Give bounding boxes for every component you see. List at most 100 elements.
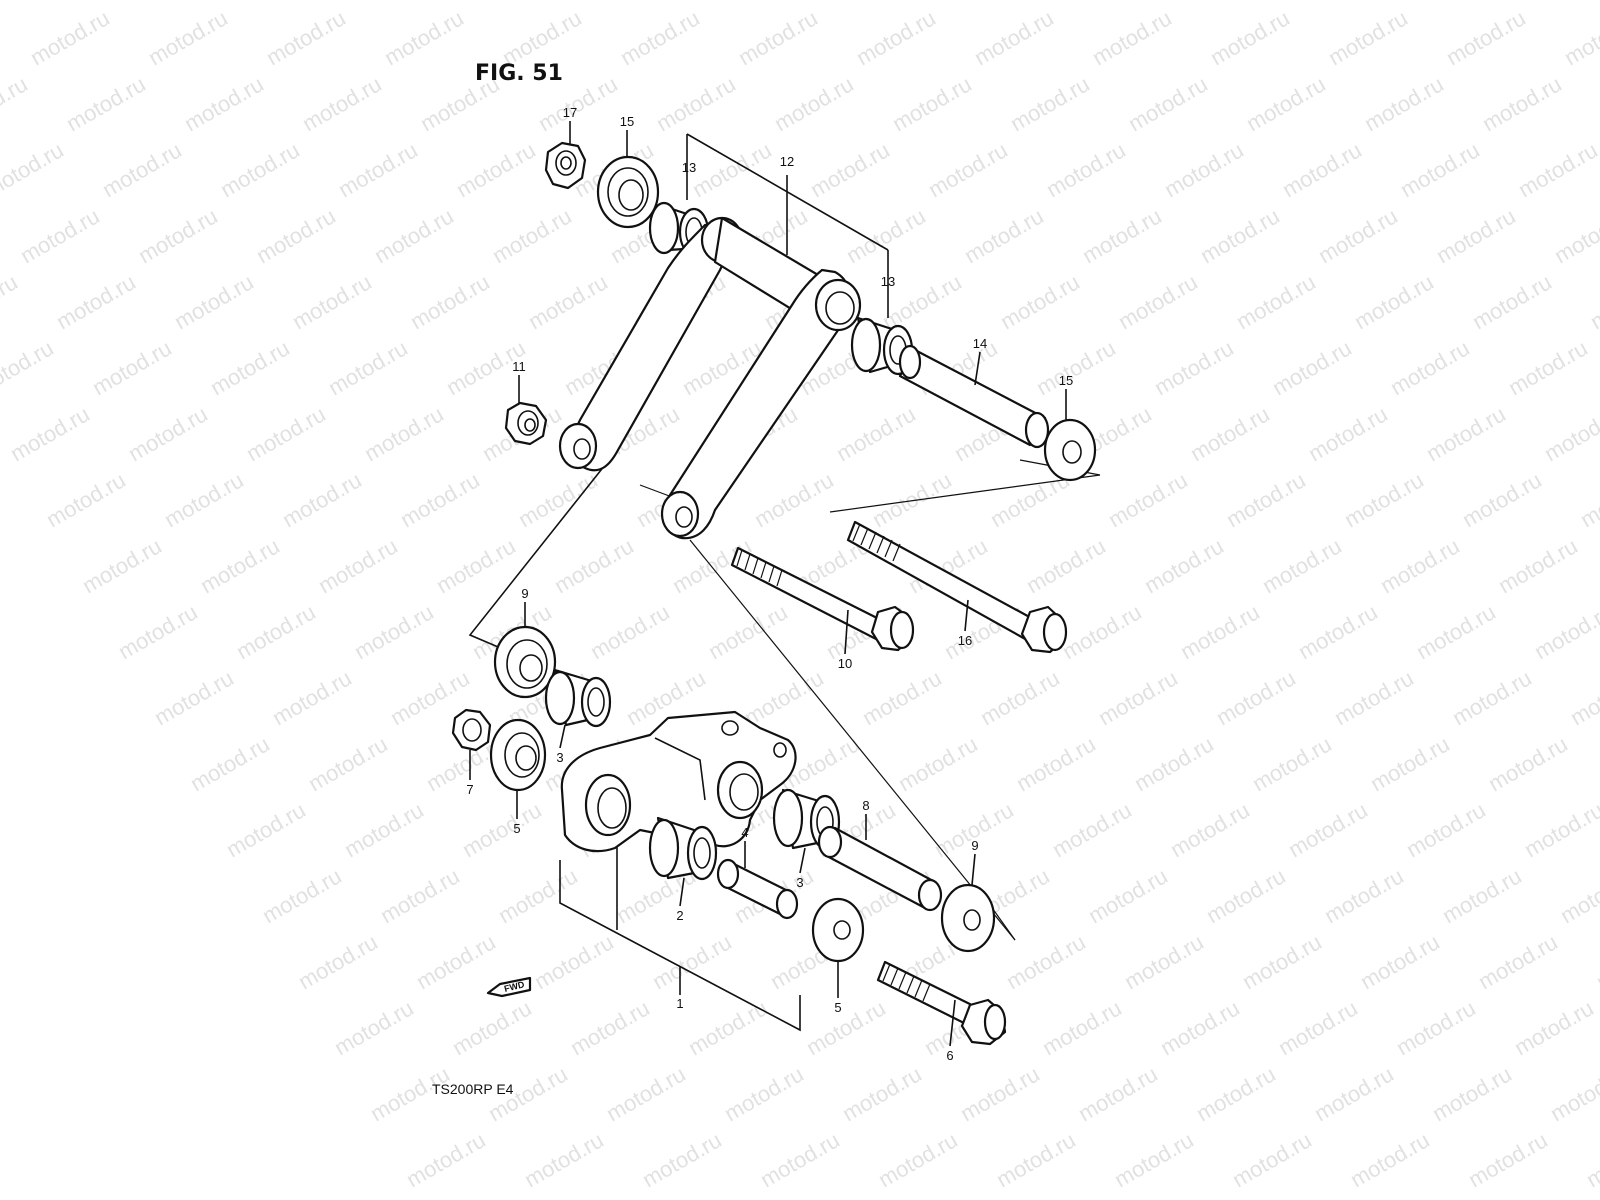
watermark-text: motod.ru (1582, 1127, 1600, 1192)
watermark-text: motod.ru (832, 401, 920, 466)
watermark-text: motod.ru (1052, 0, 1140, 4)
watermark-text: motod.ru (1412, 599, 1500, 664)
part-6-bolt (876, 960, 1007, 1046)
watermark-text: motod.ru (1546, 1061, 1600, 1126)
watermark-text: motod.ru (1484, 731, 1572, 796)
watermark-text: motod.ru (1438, 863, 1526, 928)
watermark-text: motod.ru (1392, 995, 1480, 1060)
watermark-text: motod.ru (1104, 467, 1192, 532)
part-9-seal-lower (940, 883, 996, 953)
watermark-text: motod.ru (842, 203, 930, 268)
watermark-text: motod.ru (1432, 203, 1520, 268)
watermark-text: motod.ru (1376, 533, 1464, 598)
watermark-text: motod.ru (1140, 533, 1228, 598)
callout-16: 16 (958, 633, 972, 648)
watermark-text: motod.ru (304, 731, 392, 796)
callout-17: 17 (563, 105, 577, 120)
watermark-text: motod.ru (1356, 929, 1444, 994)
watermark-text: motod.ru (1278, 137, 1366, 202)
forward-label: FWD (503, 979, 526, 994)
watermark-text: motod.ru (1084, 863, 1172, 928)
watermark-text: motod.ru (252, 203, 340, 268)
watermark-text: motod.ru (1232, 269, 1320, 334)
watermark-text: motod.ru (960, 203, 1048, 268)
watermark-text: motod.ru (996, 269, 1084, 334)
watermark-text: motod.ru (0, 71, 32, 136)
watermark-text: motod.ru (852, 5, 940, 70)
part-3-bearing-left (544, 668, 612, 728)
watermark-text: motod.ru (1094, 665, 1182, 730)
watermark-text: motod.ru (802, 995, 890, 1060)
watermark-text: motod.ru (0, 335, 58, 400)
watermark-text: motod.ru (370, 203, 458, 268)
watermark-text: motod.ru (324, 335, 412, 400)
watermark-text: motod.ru (1150, 335, 1238, 400)
part-12-cushion-lever (558, 216, 862, 540)
watermark-text: motod.ru (448, 995, 536, 1060)
watermark-text: motod.ru (1120, 929, 1208, 994)
watermark-text: motod.ru (1248, 731, 1336, 796)
watermark-text: motod.ru (976, 665, 1064, 730)
part-7-nut (451, 708, 492, 752)
watermark-text: motod.ru (1228, 1127, 1316, 1192)
watermark-text: motod.ru (1402, 797, 1490, 862)
watermark-text: motod.ru (1474, 929, 1562, 994)
watermark-text: motod.ru (314, 533, 402, 598)
watermark-text: motod.ru (376, 863, 464, 928)
watermark-text: motod.ru (288, 269, 376, 334)
part-15-seal-upper (596, 155, 660, 229)
watermark-text: motod.ru (894, 731, 982, 796)
watermark-text: motod.ru (1002, 929, 1090, 994)
watermark-text: motod.ru (1160, 137, 1248, 202)
watermark-text: motod.ru (216, 137, 304, 202)
watermark-text: motod.ru (170, 269, 258, 334)
watermark-text: motod.ru (144, 5, 232, 70)
watermark-text: motod.ru (1550, 203, 1600, 268)
part-16-bolt (846, 520, 1068, 654)
watermark-text: motod.ru (1114, 269, 1202, 334)
watermark-text: motod.ru (1196, 203, 1284, 268)
watermark-text: motod.ru (1146, 1193, 1234, 1200)
watermark-text: motod.ru (1406, 0, 1494, 4)
watermark-text: motod.ru (1510, 995, 1598, 1060)
watermark-text: motod.ru (1206, 5, 1294, 70)
part-3-bearing-right (772, 788, 841, 850)
watermark-text: motod.ru (1022, 533, 1110, 598)
watermark-text: motod.ru (934, 0, 1022, 4)
callout-10: 10 (838, 656, 852, 671)
watermark-text: motod.ru (262, 5, 350, 70)
watermark-text: motod.ru (792, 1193, 880, 1200)
watermark-text: motod.ru (874, 1127, 962, 1192)
watermark-text: motod.ru (1048, 797, 1136, 862)
watermark-text: motod.ru (1288, 0, 1376, 4)
watermark-text: motod.ru (1422, 401, 1510, 466)
watermark-text: motod.ru (652, 71, 740, 136)
watermark-text: motod.ru (520, 1127, 608, 1192)
watermark-text: motod.ru (816, 0, 904, 4)
watermark-text: motod.ru (1360, 71, 1448, 136)
watermark-text: motod.ru (734, 5, 822, 70)
watermark-text: motod.ru (226, 0, 314, 4)
watermark-text: motod.ru (1324, 5, 1412, 70)
watermark-text: motod.ru (1032, 335, 1120, 400)
watermark-text: motod.ru (586, 599, 674, 664)
watermark-text: motod.ru (524, 269, 612, 334)
watermark-text: motod.ru (344, 0, 432, 4)
watermark-text: motod.ru (992, 1127, 1080, 1192)
watermark-text: motod.ru (1238, 929, 1326, 994)
watermark-text: motod.ru (206, 335, 294, 400)
watermark-text: motod.ru (1186, 401, 1274, 466)
part-9-seal-upper (493, 625, 557, 699)
watermark-text: motod.ru (720, 1061, 808, 1126)
watermark-text: motod.ru (1038, 995, 1126, 1060)
watermark-text: motod.ru (1586, 269, 1600, 334)
callout-6: 6 (946, 1048, 953, 1063)
watermark-text: motod.ru (232, 599, 320, 664)
watermark-text: motod.ru (0, 137, 68, 202)
watermark-text: motod.ru (258, 863, 346, 928)
figure-title: FIG. 51 (475, 61, 563, 86)
watermark-text: motod.ru (1396, 137, 1484, 202)
callout-4: 4 (741, 825, 748, 840)
part-5-seal-left (489, 718, 547, 792)
watermark-text: motod.ru (868, 467, 956, 532)
